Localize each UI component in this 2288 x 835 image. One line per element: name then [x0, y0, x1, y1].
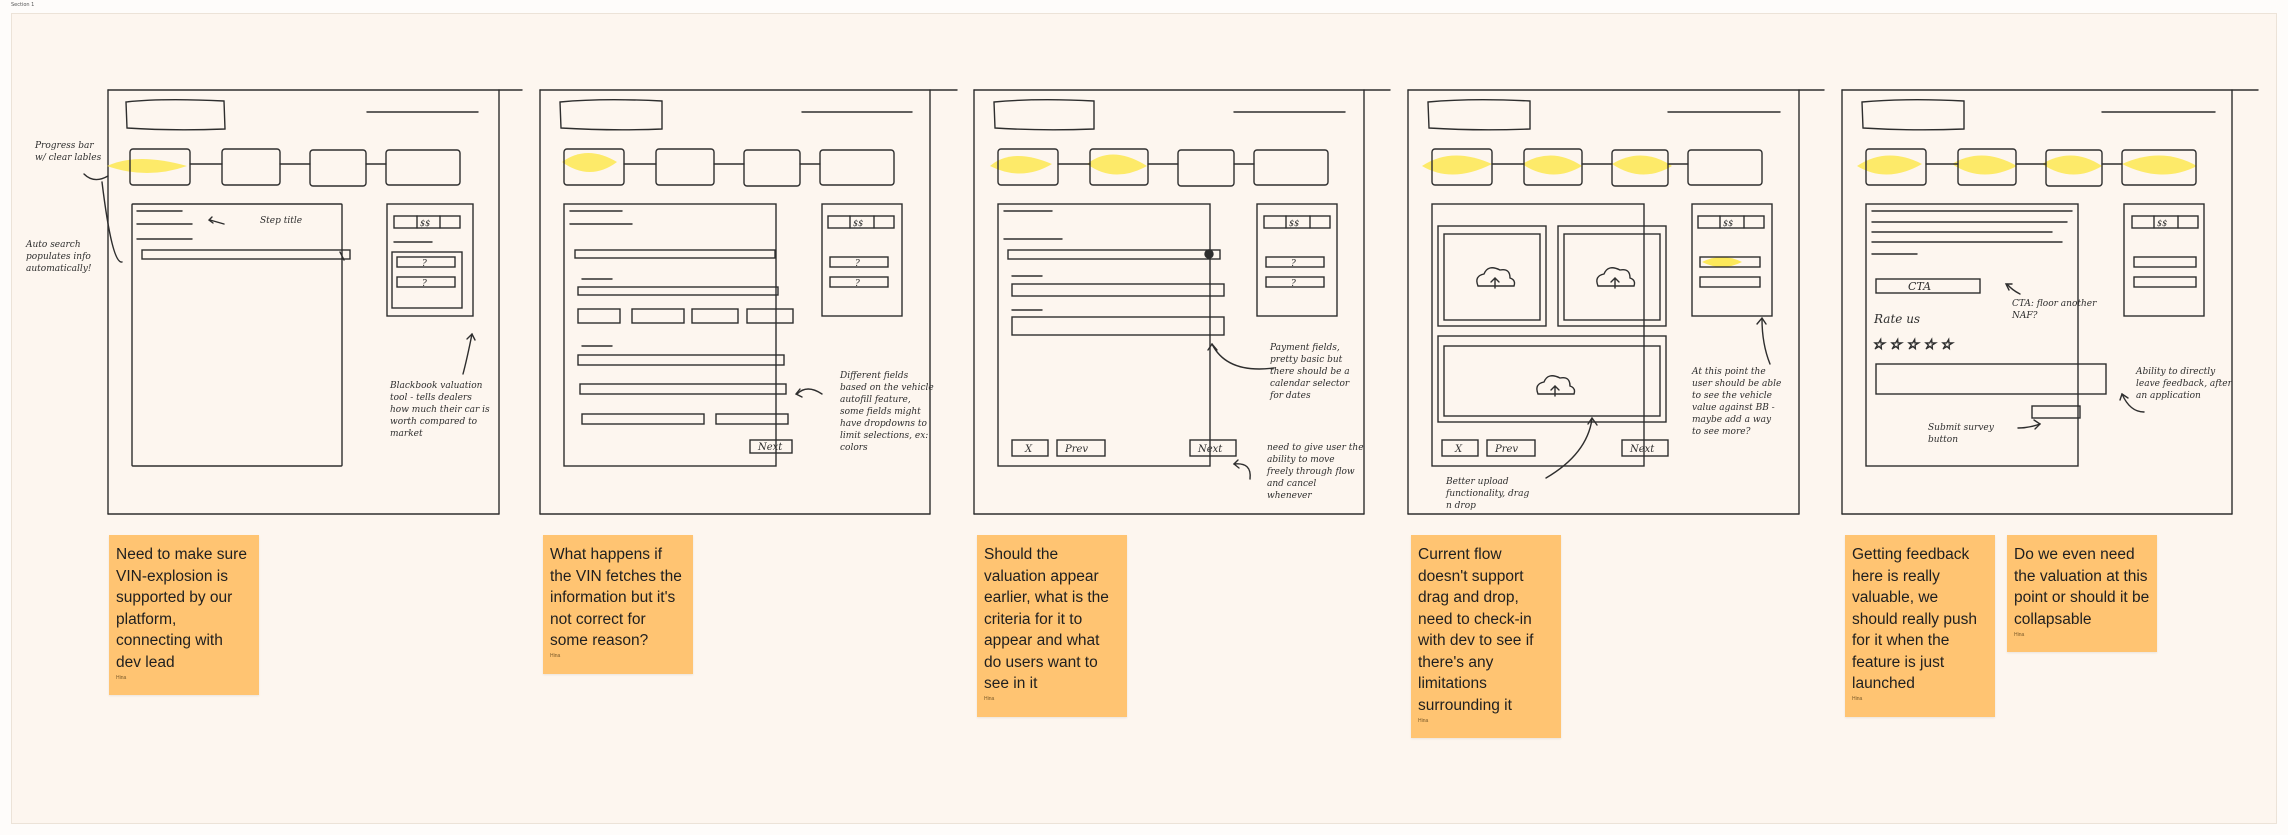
sticky-note-text: Need to make sure VIN-explosion is suppo…: [116, 546, 247, 671]
sticky-note-text: Getting feedback here is really valuable…: [1852, 546, 1977, 692]
wireframe-frame-1: [107, 89, 523, 515]
question-label-1b: ?: [422, 279, 427, 289]
annotation-progress-bar: Progress bar w/ clear lables: [34, 141, 102, 163]
next-button-label-4: Next: [1629, 444, 1655, 455]
annotation-ability-feedback: Ability to directly leave feedback, afte…: [2135, 367, 2235, 401]
question-label-1a: ?: [422, 259, 427, 269]
wireframe-frame-4: X Prev Next: [1407, 89, 1825, 515]
sticky-note-1[interactable]: Need to make sure VIN-explosion is suppo…: [109, 535, 259, 695]
close-button-label-3: X: [1024, 444, 1033, 455]
question-label-3a: ?: [1291, 259, 1296, 269]
question-label-2a: ?: [855, 259, 860, 269]
annotation-cta-floor: CTA: floor another NAF?: [2011, 299, 2099, 321]
annotations-layer: Progress bar w/ clear lables Auto search…: [25, 141, 2235, 511]
wireframe-frame-5: CTA Rate us ☆ ☆ ☆ ☆ ☆: [1841, 89, 2259, 515]
question-label-2b: ?: [855, 279, 860, 289]
svg-text:☆ ☆ ☆ ☆ ☆: ☆ ☆ ☆ ☆ ☆: [1872, 337, 1954, 353]
sticky-note-author: Hina: [1418, 717, 1429, 724]
annotation-better-upload: Better upload functionality, drag n drop: [1445, 477, 1532, 511]
sticky-note-5[interactable]: Getting feedback here is really valuable…: [1845, 535, 1995, 717]
close-button-label-4: X: [1454, 444, 1463, 455]
wireframe-frame-2: Next: [539, 89, 958, 515]
sticky-note-author: Hina: [550, 653, 561, 659]
sticky-note-author: Hina: [984, 696, 995, 702]
sticky-note-author: Hina: [2014, 631, 2025, 638]
annotation-step-title: Step title: [260, 216, 302, 226]
rate-us-label: Rate us: [1873, 312, 1920, 326]
annotation-different-fields: Different fields based on the vehicle au…: [839, 371, 937, 453]
sticky-note-text: Do we even need the valuation at this po…: [2014, 546, 2150, 628]
price-label-4: $$: [1723, 219, 1733, 228]
annotation-submit-survey: Submit survey button: [1928, 423, 1997, 445]
wireframe-frame-3: X Prev Next: [973, 89, 1391, 515]
annotation-give-user-ability: need to give user the ability to move fr…: [1266, 443, 1366, 501]
annotation-payment-fields: Payment fields, pretty basic but there s…: [1269, 343, 1353, 401]
annotation-at-this-point: At this point the user should be able to…: [1691, 367, 1784, 437]
frame-label: Section 1: [11, 2, 35, 8]
sticky-note-6[interactable]: Do we even need the valuation at this po…: [2007, 535, 2157, 652]
sticky-note-4[interactable]: Current flow doesn't support drag and dr…: [1411, 535, 1561, 738]
sticky-note-author: Hina: [1852, 696, 1863, 702]
next-button-label-2: Next: [757, 442, 783, 453]
price-label-1: $$: [420, 219, 430, 228]
price-label-5: $$: [2157, 219, 2167, 228]
question-label-3b: ?: [1291, 279, 1296, 289]
sticky-note-2[interactable]: What happens if the VIN fetches the info…: [543, 535, 693, 674]
sticky-note-text: Should the valuation appear earlier, wha…: [984, 546, 1109, 692]
prev-button-label-3: Prev: [1064, 444, 1088, 455]
sticky-note-author: Hina: [116, 674, 127, 681]
whiteboard-canvas[interactable]: Next: [11, 13, 2277, 824]
sticky-note-text: Current flow doesn't support drag and dr…: [1418, 546, 1534, 714]
sticky-note-text: What happens if the VIN fetches the info…: [550, 546, 682, 649]
next-button-label-3: Next: [1197, 444, 1223, 455]
price-label-3: $$: [1289, 219, 1299, 228]
prev-button-label-4: Prev: [1494, 444, 1518, 455]
wireframe-sketches: Next: [83, 89, 2259, 515]
annotation-auto-search: Auto search populates info automatically…: [25, 240, 94, 274]
cta-button-label: CTA: [1908, 280, 1931, 293]
sticky-note-3[interactable]: Should the valuation appear earlier, wha…: [977, 535, 1127, 717]
price-label-2: $$: [853, 219, 863, 228]
annotation-blackbook: Blackbook valuation tool - tells dealers…: [389, 381, 493, 439]
